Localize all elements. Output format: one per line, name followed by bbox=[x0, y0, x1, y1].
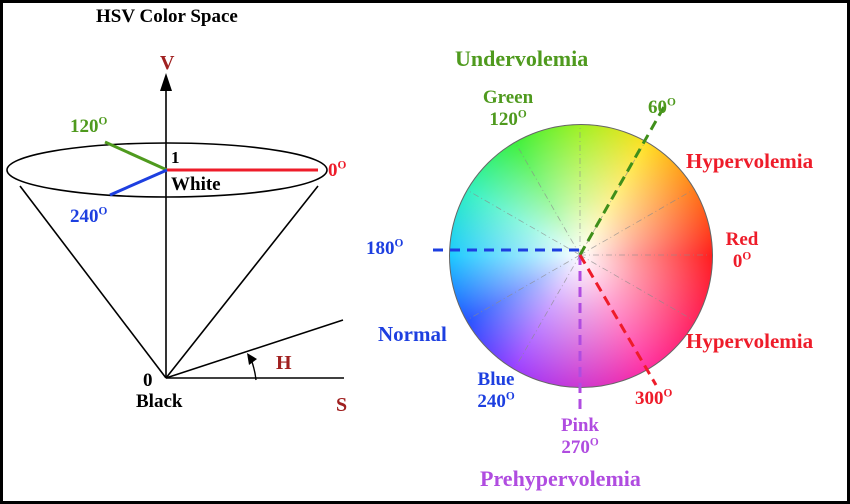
cone-right-edge bbox=[165, 185, 319, 379]
zone-undervolemia: Undervolemia bbox=[455, 46, 589, 71]
h-axis-label: H bbox=[276, 352, 292, 374]
line-60 bbox=[578, 104, 667, 256]
page-title: HSV Color Space bbox=[96, 6, 238, 27]
hue-reference-line bbox=[165, 319, 344, 379]
green-label: Green 120O bbox=[482, 87, 534, 130]
diagram-canvas: HSV Color Space V 1 White 120O 0O 240O 0… bbox=[3, 3, 847, 501]
zone-normal: Normal bbox=[378, 322, 447, 346]
cone-left-edge bbox=[19, 185, 167, 379]
h-arrowhead bbox=[247, 353, 257, 365]
hsv-cone-figure bbox=[6, 73, 344, 381]
hue-wheel-overlay bbox=[433, 104, 710, 413]
radius-240 bbox=[109, 168, 168, 197]
angle-180-label: 180O bbox=[366, 237, 404, 259]
angle-0-label: 0O bbox=[328, 159, 347, 181]
angle-60-label: 60O bbox=[648, 96, 676, 118]
v-axis-arrowhead bbox=[160, 73, 172, 91]
white-label: White bbox=[171, 174, 221, 195]
angle-300-label: 300O bbox=[635, 387, 673, 409]
radius-120 bbox=[104, 140, 168, 172]
pink-label: Pink 270O bbox=[560, 415, 600, 458]
black-label: Black bbox=[136, 391, 183, 412]
zone-prehypervolemia: Prehypervolemia bbox=[480, 466, 641, 491]
angle-120-label: 120O bbox=[70, 115, 108, 137]
zone-hypervolemia-lower: Hypervolemia bbox=[686, 329, 814, 353]
s-axis-label: S bbox=[336, 394, 348, 416]
cone-top-ellipse bbox=[6, 142, 328, 198]
wheel-spokes bbox=[466, 125, 710, 369]
top-value-label: 1 bbox=[171, 148, 180, 167]
bottom-value-label: 0 bbox=[143, 370, 153, 391]
zone-hypervolemia-upper: Hypervolemia bbox=[686, 149, 814, 173]
v-axis-label: V bbox=[160, 52, 175, 74]
angle-240-label: 240O bbox=[70, 205, 108, 227]
red-label: Red 0O bbox=[725, 229, 759, 272]
blue-label: Blue 240O bbox=[477, 369, 515, 412]
line-300 bbox=[578, 254, 658, 386]
